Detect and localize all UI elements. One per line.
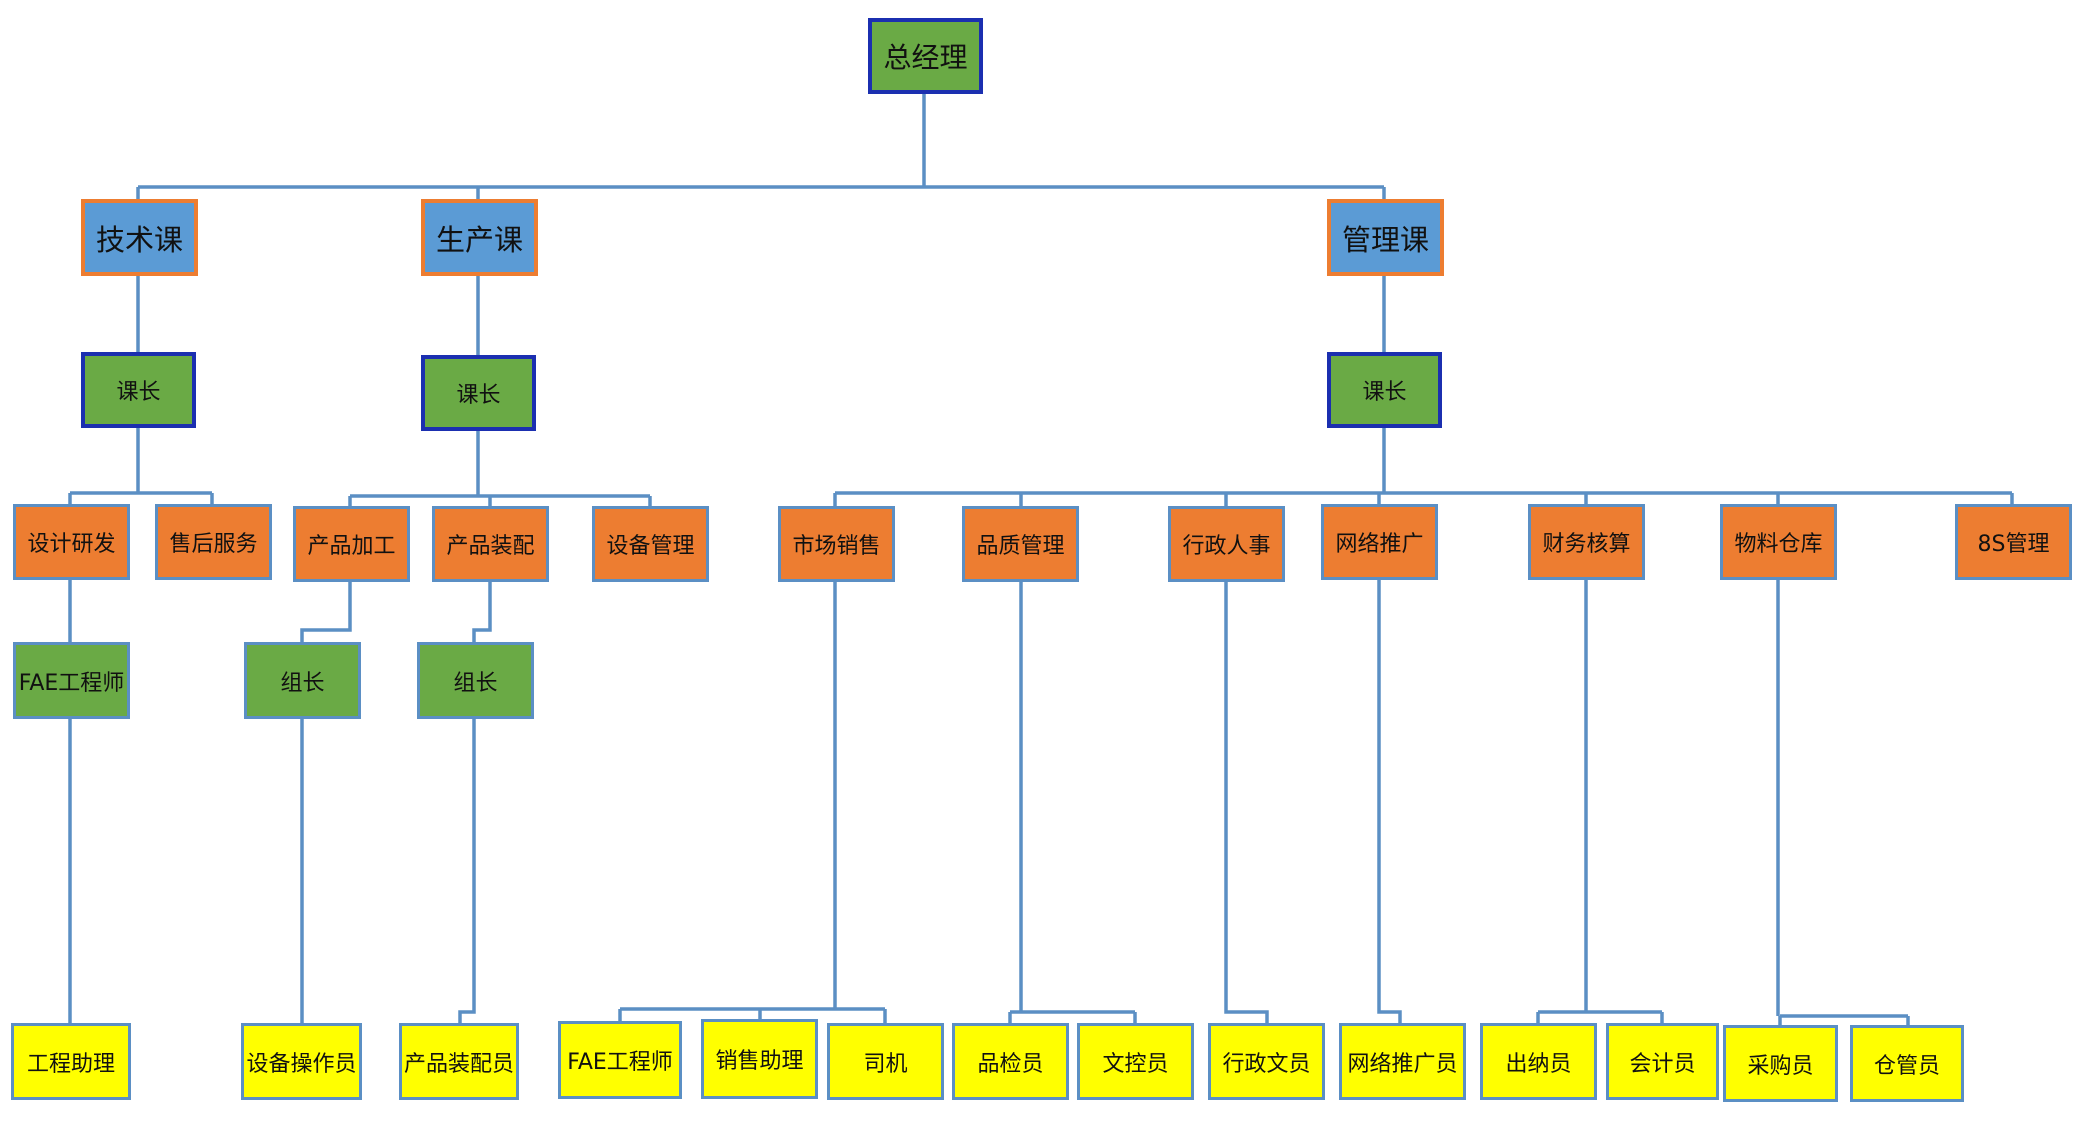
staff-engineer-assistant-box: 工程助理 [11, 1023, 131, 1100]
unit-design-box: 设计研发 [13, 504, 130, 580]
dept-management-box: 管理课 [1327, 199, 1444, 276]
unit-assembly-box: 产品装配 [432, 506, 549, 582]
unit-network-box: 网络推广 [1321, 504, 1438, 580]
unit-processing-box: 产品加工 [293, 506, 410, 582]
unit-warehouse-box: 物料仓库 [1720, 504, 1837, 580]
staff-admin-clerk-box: 行政文员 [1208, 1023, 1325, 1100]
chief-production-box: 课长 [421, 355, 536, 431]
staff-purchaser-box: 采购员 [1723, 1025, 1838, 1102]
connector [1008, 582, 1137, 1023]
connector [458, 582, 492, 1023]
connector [833, 428, 2014, 506]
connector [348, 430, 652, 506]
connector [1536, 580, 1664, 1023]
dept-tech-box: 技术课 [81, 199, 198, 276]
staff-warehouse-keeper-box: 仓管员 [1850, 1025, 1964, 1102]
connector [136, 276, 1386, 355]
staff-fae-engineer-box: FAE工程师 [558, 1021, 682, 1099]
staff-accountant-box: 会计员 [1606, 1023, 1719, 1100]
unit-equipment-box: 设备管理 [592, 506, 709, 582]
unit-after-sales-box: 售后服务 [155, 504, 272, 580]
role-leader-processing-box: 组长 [244, 642, 361, 719]
connector [1377, 580, 1402, 1023]
staff-network-promoter-box: 网络推广员 [1339, 1023, 1466, 1100]
chief-management-box: 课长 [1327, 352, 1442, 428]
staff-assembler-box: 产品装配员 [399, 1023, 519, 1100]
connector [1776, 580, 1910, 1025]
unit-admin-hr-box: 行政人事 [1168, 506, 1285, 582]
unit-finance-box: 财务核算 [1528, 504, 1645, 580]
staff-doc-controller-box: 文控员 [1077, 1023, 1194, 1100]
staff-operator-box: 设备操作员 [241, 1023, 362, 1100]
unit-8s-box: 8S管理 [1955, 504, 2072, 580]
unit-quality-box: 品质管理 [962, 506, 1079, 582]
staff-sales-assistant-box: 销售助理 [701, 1019, 818, 1099]
general-manager-box: 总经理 [868, 18, 983, 94]
staff-cashier-box: 出纳员 [1480, 1023, 1597, 1100]
unit-marketing-box: 市场销售 [778, 506, 895, 582]
connector [618, 582, 887, 1023]
staff-driver-box: 司机 [827, 1023, 944, 1100]
connector [300, 582, 352, 1023]
connector [68, 428, 214, 504]
connector [136, 94, 1386, 199]
dept-production-box: 生产课 [421, 199, 538, 276]
role-fae-engineer-box: FAE工程师 [13, 642, 130, 719]
role-leader-assembly-box: 组长 [417, 642, 534, 719]
connector [1224, 582, 1269, 1023]
staff-inspector-box: 品检员 [952, 1023, 1069, 1100]
chief-tech-box: 课长 [81, 352, 196, 428]
